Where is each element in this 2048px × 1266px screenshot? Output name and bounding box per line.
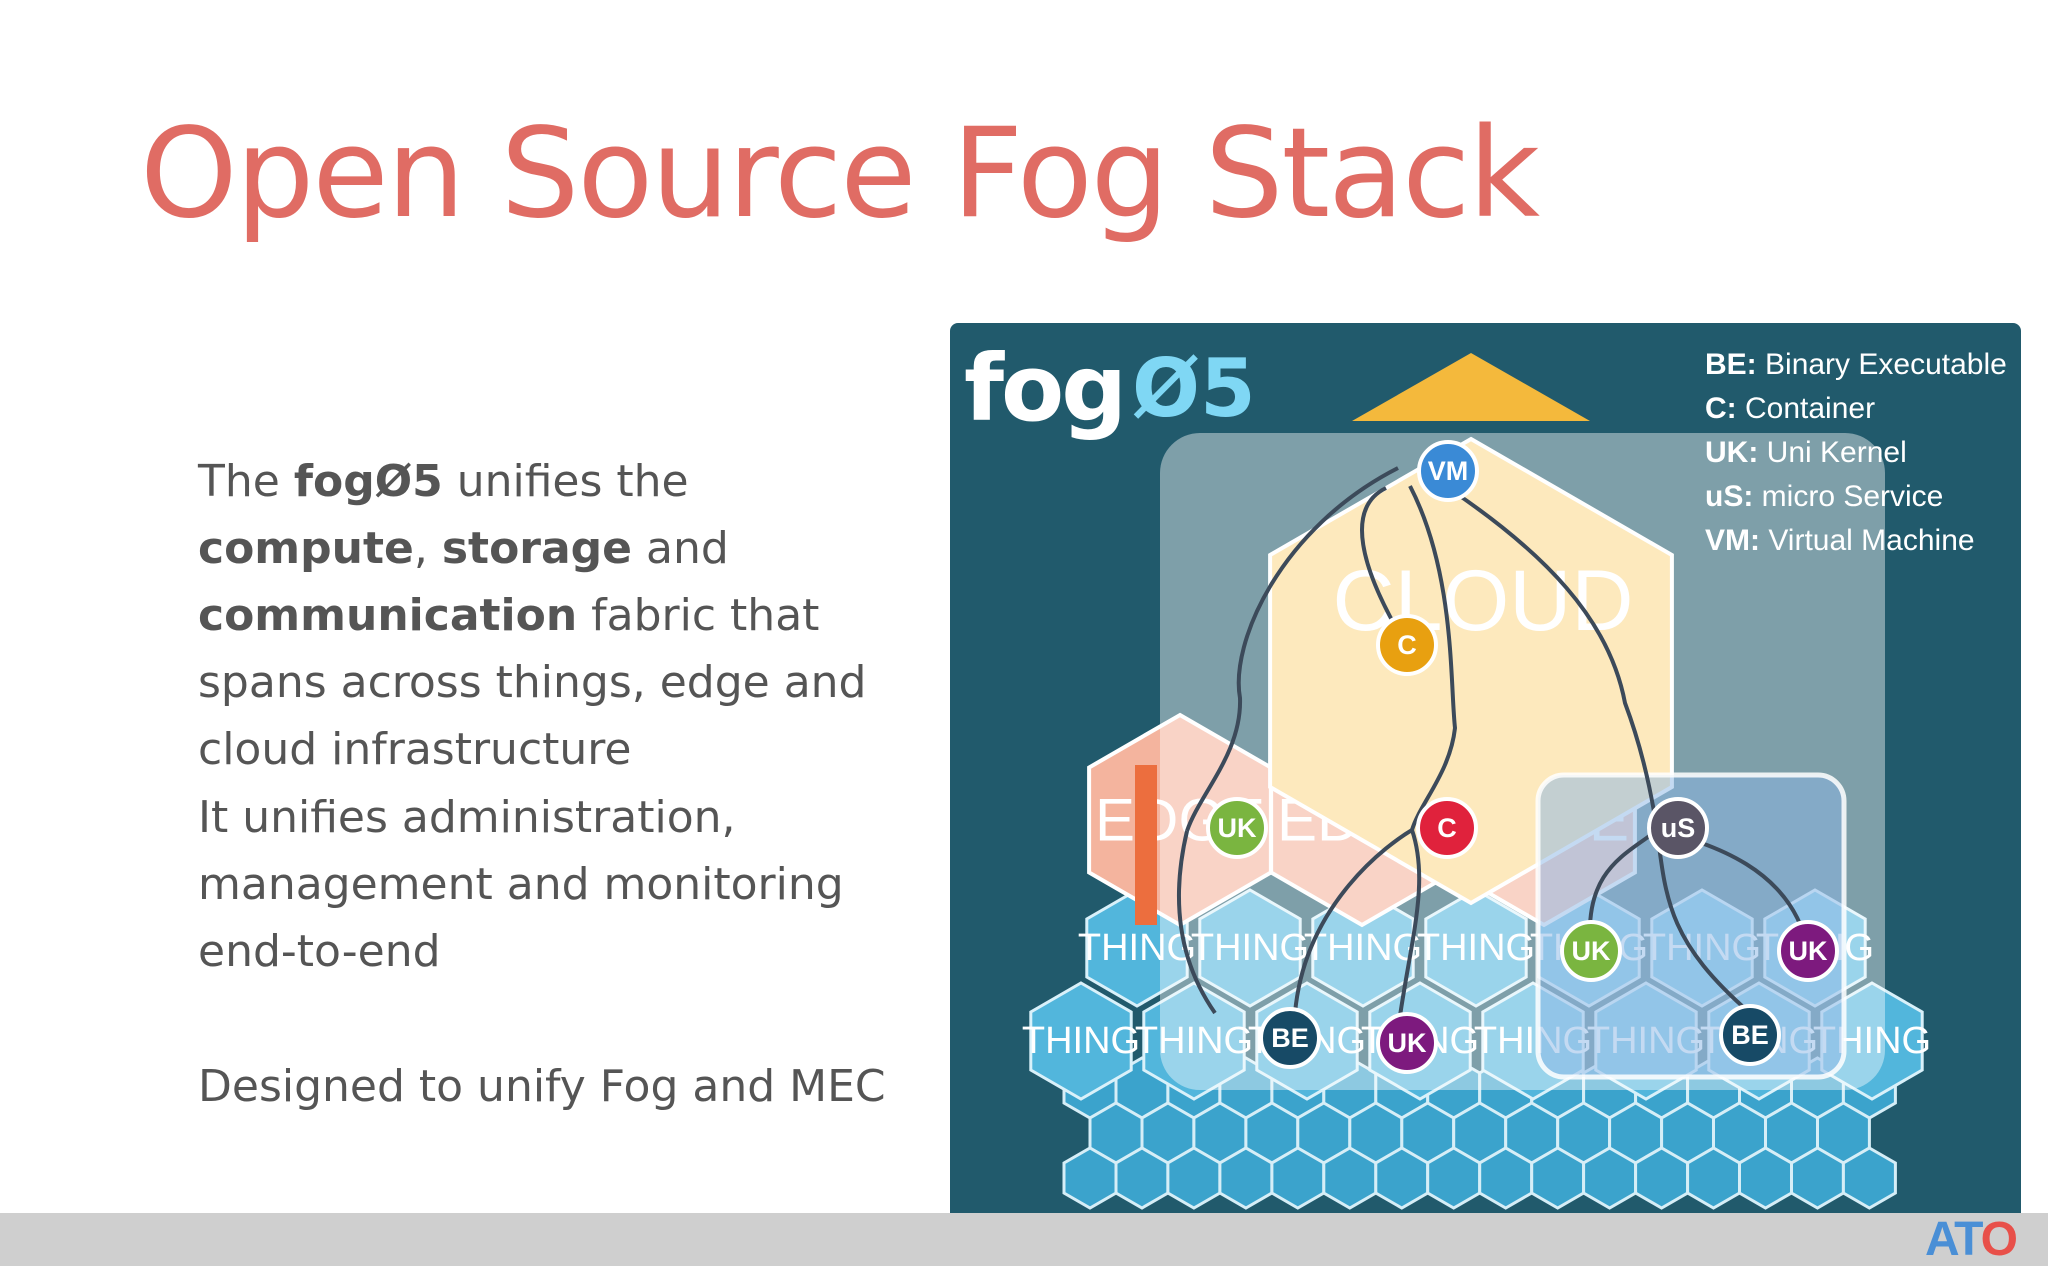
intro-bold-storage: storage bbox=[441, 523, 633, 574]
intro-text: fabric that spans across things, edge an… bbox=[198, 590, 867, 775]
thing-label: THING bbox=[1191, 927, 1309, 969]
unikernel-node bbox=[1206, 797, 1268, 859]
legend-abbr: UK: bbox=[1705, 436, 1759, 469]
thing-label: THING bbox=[1022, 1020, 1140, 1062]
honeycomb-cell bbox=[1686, 1146, 1741, 1210]
vm-node-label: VM bbox=[1428, 456, 1469, 486]
legend-item-vm: VM: Virtual Machine bbox=[1705, 519, 2007, 563]
thing-label: THING bbox=[1417, 927, 1535, 969]
binary-executable-node-label: BE bbox=[1271, 1023, 1309, 1053]
intro-text: The bbox=[198, 456, 294, 507]
thing-label: THING bbox=[1078, 927, 1196, 969]
footer-bar bbox=[0, 1213, 2048, 1266]
legend-abbr: VM: bbox=[1705, 524, 1760, 557]
cloud-apex bbox=[1352, 353, 1590, 421]
unikernel-node-label: UK bbox=[1218, 813, 1257, 843]
container-node-label: C bbox=[1397, 630, 1417, 660]
honeycomb-cell bbox=[1582, 1146, 1638, 1210]
connection-curve bbox=[1428, 474, 1659, 831]
thing-hexagon bbox=[1029, 981, 1133, 1101]
unikernel-node-label: UK bbox=[1388, 1028, 1427, 1058]
page-title: Open Source Fog Stack bbox=[140, 102, 1540, 246]
intro-text: and bbox=[632, 523, 729, 574]
honeycomb-cell bbox=[1738, 1146, 1793, 1210]
container-node bbox=[1416, 797, 1478, 859]
intro-paragraph: The fogØ5 unifies the compute, storage a… bbox=[198, 448, 928, 783]
fog05-logo-word: fog bbox=[964, 335, 1127, 442]
honeycomb-cell bbox=[1530, 1146, 1586, 1210]
administration-paragraph: It unifies administration, management an… bbox=[198, 792, 844, 977]
legend-abbr: C: bbox=[1705, 392, 1737, 425]
honeycomb-cell bbox=[1478, 1146, 1534, 1210]
honeycomb-cell bbox=[1270, 1146, 1326, 1210]
ato-logo-o: O bbox=[1980, 1213, 2018, 1266]
intro-text: unifies the bbox=[442, 456, 689, 507]
legend-text: Uni Kernel bbox=[1766, 436, 1907, 469]
intro-text: , bbox=[413, 523, 442, 574]
thing-label: THING bbox=[1304, 927, 1422, 969]
unikernel-node-label: UK bbox=[1789, 936, 1828, 966]
unikernel-node bbox=[1777, 920, 1839, 982]
honeycomb-cell bbox=[1634, 1146, 1690, 1210]
edge-cluster-overlay bbox=[1535, 772, 1847, 1080]
thing-label: THING bbox=[1135, 1020, 1253, 1062]
slide: Open Source Fog Stack The fogØ5 unifies … bbox=[140, 102, 2021, 1223]
legend-item-uk: UK: Uni Kernel bbox=[1705, 431, 2007, 475]
connection-curve bbox=[1293, 828, 1414, 1014]
legend-item-be: BE: Binary Executable bbox=[1705, 343, 2007, 387]
legend-item-us: uS: micro Service bbox=[1705, 475, 2007, 519]
design-paragraph: Designed to unify Fog and MEC bbox=[198, 1061, 886, 1112]
thing-hexagon bbox=[1198, 888, 1302, 1008]
honeycomb-cell bbox=[1218, 1146, 1274, 1210]
ato-logo-at: AT bbox=[1925, 1213, 1983, 1266]
container-node-label: C bbox=[1437, 813, 1457, 843]
intro-bold-fog05: fogØ5 bbox=[293, 456, 443, 507]
legend-text: Binary Executable bbox=[1765, 348, 2007, 381]
connection-curve bbox=[1408, 485, 1458, 831]
connection-curve bbox=[1360, 486, 1407, 645]
thing-hexagon bbox=[1311, 888, 1415, 1008]
legend-text: Virtual Machine bbox=[1768, 524, 1975, 557]
connection-curve bbox=[1176, 830, 1217, 1015]
microservice-node-label: uS bbox=[1661, 813, 1696, 843]
diagram-legend: BE: Binary Executable C: Container UK: U… bbox=[1705, 343, 2007, 563]
honeycomb-cell bbox=[1062, 1146, 1118, 1210]
thing-hexagon bbox=[1142, 981, 1246, 1101]
unikernel-node bbox=[1376, 1012, 1438, 1074]
container-node bbox=[1376, 614, 1438, 676]
honeycomb-cell bbox=[1790, 1146, 1845, 1210]
thing-hexagon bbox=[1424, 888, 1528, 1008]
honeycomb-cell bbox=[1841, 1146, 1897, 1210]
honeycomb-cell bbox=[1166, 1146, 1222, 1210]
vm-node bbox=[1417, 440, 1479, 502]
edge-accent-stripe bbox=[1135, 765, 1157, 925]
legend-abbr: uS: bbox=[1705, 480, 1754, 513]
microservice-node bbox=[1647, 797, 1709, 859]
legend-text: micro Service bbox=[1761, 480, 1944, 513]
unikernel-node bbox=[1560, 920, 1622, 982]
unikernel-node-label: UK bbox=[1572, 936, 1611, 966]
intro-bold-communication: communication bbox=[198, 590, 578, 641]
binary-executable-node bbox=[1719, 1004, 1781, 1066]
intro-bold-compute: compute bbox=[198, 523, 414, 574]
honeycomb-cell bbox=[1374, 1146, 1430, 1210]
honeycomb-cell bbox=[1426, 1146, 1482, 1210]
legend-item-c: C: Container bbox=[1705, 387, 2007, 431]
honeycomb-cell bbox=[1114, 1146, 1170, 1210]
connection-curve bbox=[1397, 829, 1422, 1024]
binary-executable-node bbox=[1259, 1007, 1321, 1069]
connection-curve bbox=[1185, 466, 1399, 832]
legend-abbr: BE: bbox=[1705, 348, 1757, 381]
binary-executable-node-label: BE bbox=[1731, 1020, 1769, 1050]
connection-curve bbox=[1655, 829, 1752, 1015]
legend-text: Container bbox=[1745, 392, 1876, 425]
ato-logo: ATO bbox=[1925, 1213, 2018, 1266]
fog05-logo-suffix: Ø5 bbox=[1132, 342, 1256, 435]
honeycomb-cell bbox=[1322, 1146, 1378, 1210]
